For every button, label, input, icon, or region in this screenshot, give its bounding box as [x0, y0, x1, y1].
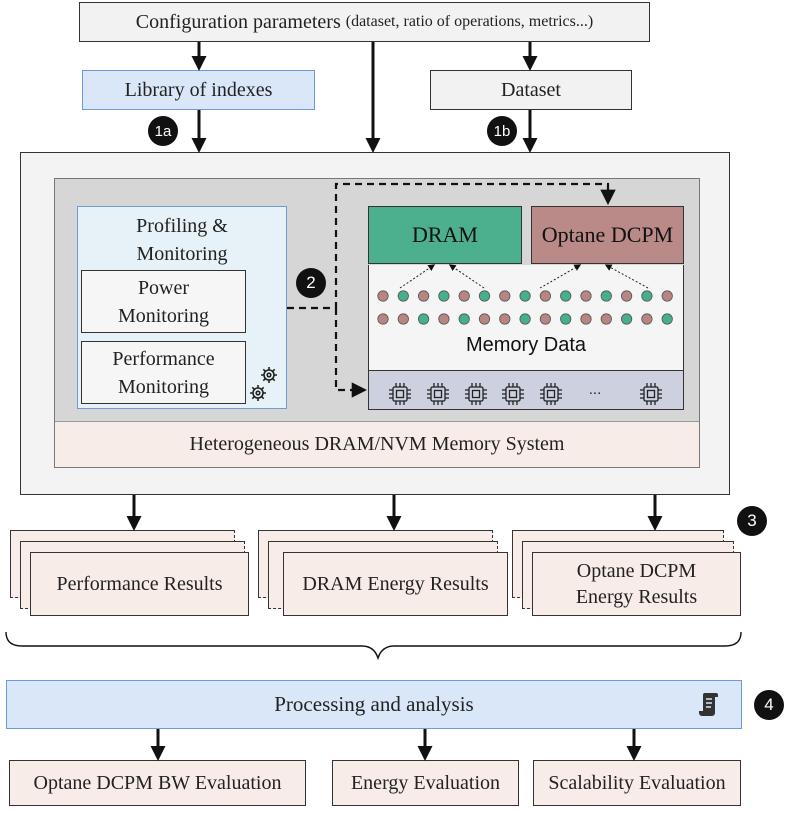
cpu-chip-icon	[425, 381, 451, 407]
heterogeneous-memory-system-bar: Heterogeneous DRAM/NVM Memory System	[55, 421, 699, 467]
dram-energy-results-label: DRAM Energy Results	[302, 573, 489, 595]
processing-label: Processing and analysis	[274, 692, 474, 716]
cpu-chip-icon	[387, 381, 413, 407]
library-of-indexes-box: Library of indexes	[82, 70, 315, 110]
library-label: Library of indexes	[124, 78, 273, 101]
optane-label: Optane DCPM	[541, 222, 674, 247]
dram-energy-results-card: DRAM Energy Results	[283, 552, 508, 616]
performance-results-label: Performance Results	[56, 573, 223, 595]
performance-monitoring-line2: Monitoring	[117, 375, 210, 398]
badge-1b: 1b	[487, 116, 517, 146]
badge-3: 3	[737, 506, 767, 536]
profiling-title-line2: Monitoring	[136, 243, 228, 265]
profiling-title-line1: Profiling &	[136, 215, 228, 237]
scalability-evaluation-label: Scalability Evaluation	[548, 771, 726, 794]
power-monitoring-line2: Monitoring	[117, 304, 210, 327]
config-detail: (dataset, ratio of operations, metrics..…	[345, 13, 594, 30]
performance-monitoring-line1: Performance	[112, 347, 215, 370]
performance-monitoring-box: Performance Monitoring	[81, 341, 246, 404]
config-label: Configuration parameters	[135, 10, 341, 33]
dram-box: DRAM	[368, 206, 522, 264]
cpu-core-row	[368, 370, 684, 410]
processing-analysis-box: Processing and analysis	[6, 680, 742, 729]
profiling-title: Profiling & Monitoring	[77, 212, 287, 268]
energy-evaluation-label: Energy Evaluation	[350, 771, 501, 794]
dataset-box: Dataset	[430, 70, 632, 110]
scalability-evaluation-box: Scalability Evaluation	[533, 760, 741, 806]
optane-bw-evaluation-label: Optane DCPM BW Evaluation	[33, 771, 282, 794]
memory-system-label: Heterogeneous DRAM/NVM Memory System	[189, 433, 565, 455]
dataset-label: Dataset	[501, 78, 561, 101]
gear-pair-icon	[250, 367, 277, 401]
optane-energy-results-line1: Optane DCPM	[576, 560, 697, 582]
results-brace	[5, 631, 742, 661]
config-parameters-box: Configuration parameters (dataset, ratio…	[79, 2, 650, 42]
badge-4: 4	[754, 690, 784, 720]
optane-dcpm-box: Optane DCPM	[531, 206, 684, 264]
memory-data-label: Memory Data	[465, 334, 587, 356]
power-monitoring-box: Power Monitoring	[81, 270, 246, 333]
power-monitoring-line1: Power	[137, 276, 190, 299]
cpu-chip-icon	[463, 381, 489, 407]
performance-results-card: Performance Results	[30, 552, 249, 616]
cpu-chip-icon	[538, 381, 564, 407]
badge-1a: 1a	[148, 116, 178, 146]
cpu-chip-icon	[500, 381, 526, 407]
energy-evaluation-box: Energy Evaluation	[332, 760, 519, 806]
optane-energy-results-card: Optane DCPM Energy Results	[532, 552, 741, 616]
cpu-ellipsis: ...	[588, 381, 602, 398]
badge-2: 2	[296, 268, 326, 298]
optane-energy-results-line2: Energy Results	[575, 586, 698, 608]
dram-label: DRAM	[411, 222, 478, 247]
scroll-icon	[699, 693, 718, 716]
optane-bw-evaluation-box: Optane DCPM BW Evaluation	[9, 760, 306, 806]
cpu-chip-icon	[638, 381, 664, 407]
